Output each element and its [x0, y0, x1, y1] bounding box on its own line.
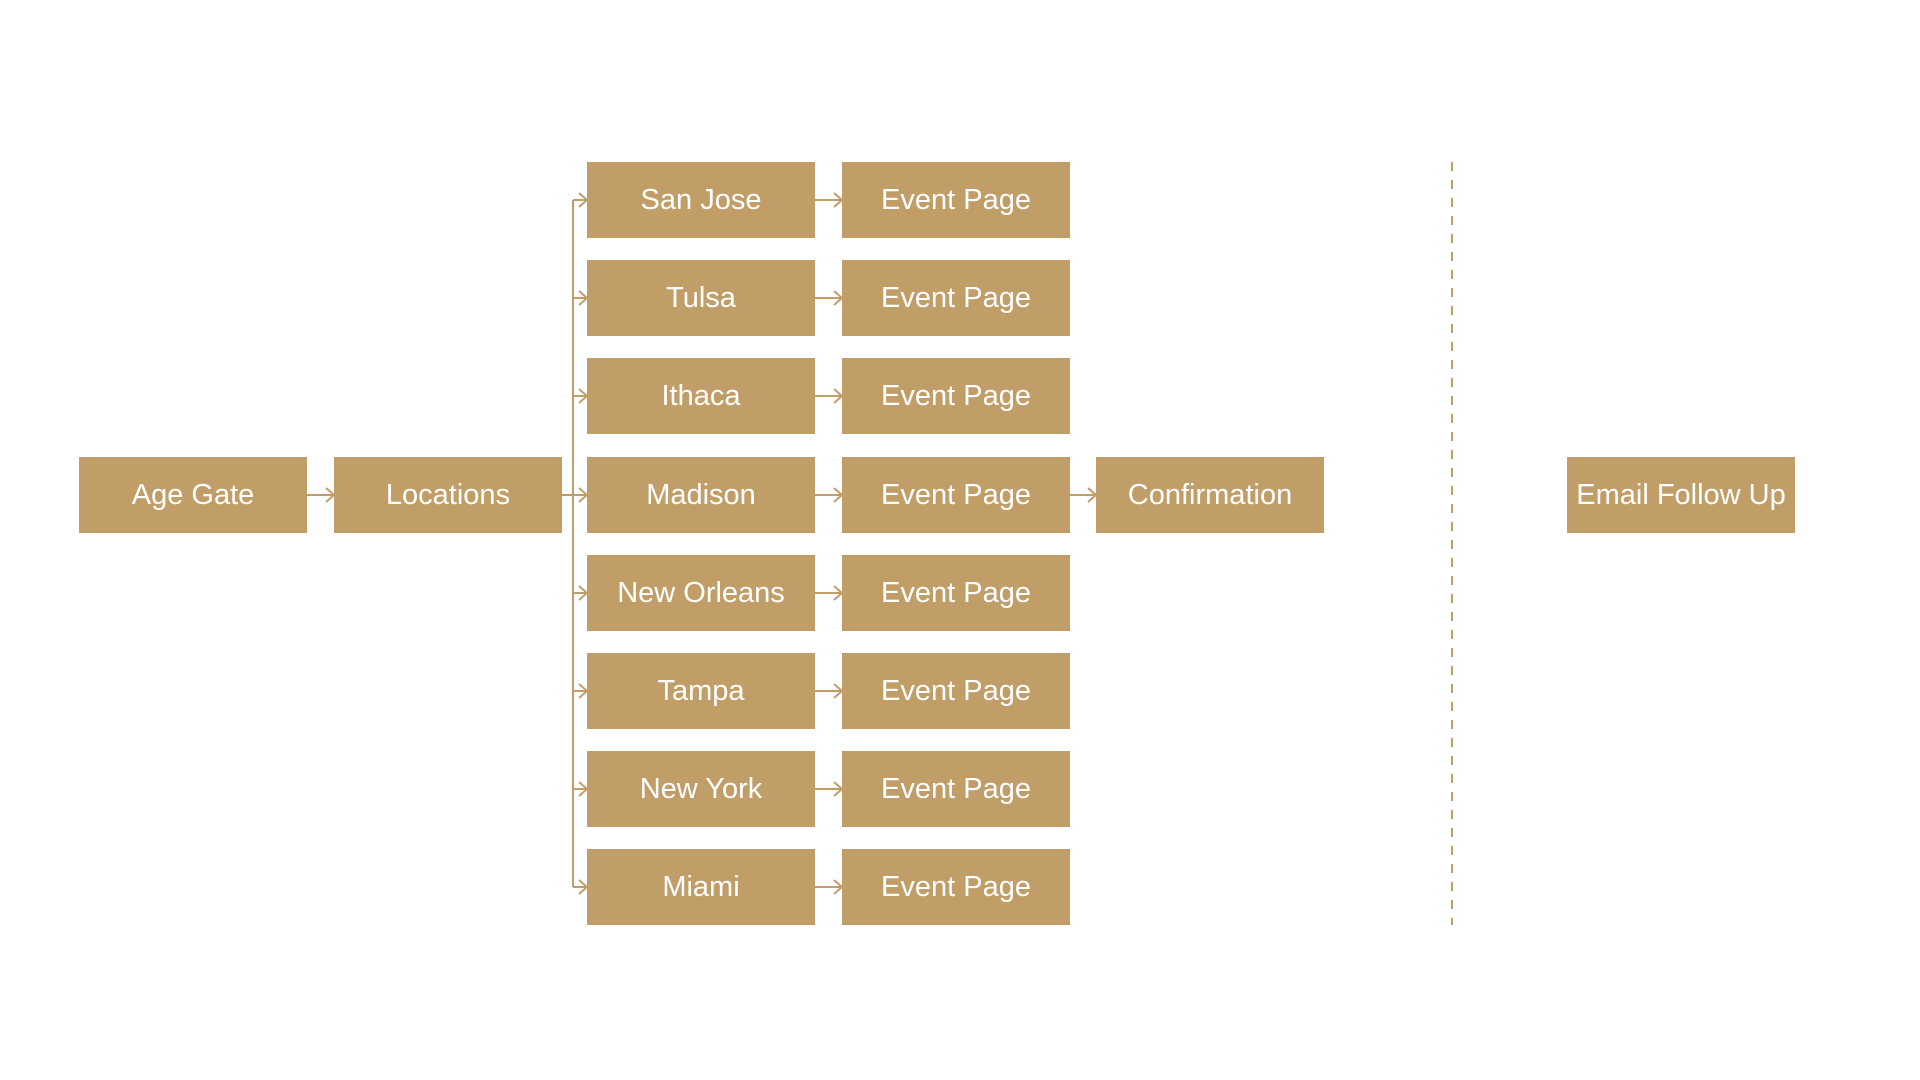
- city-node-san-jose: San Jose: [587, 162, 815, 238]
- email-follow-up-node: Email Follow Up: [1567, 457, 1795, 533]
- event-page-node: Event Page: [842, 457, 1070, 533]
- city-node-madison: Madison: [587, 457, 815, 533]
- event-page-node: Event Page: [842, 162, 1070, 238]
- event-page-node: Event Page: [842, 555, 1070, 631]
- city-node-new-orleans: New Orleans: [587, 555, 815, 631]
- event-page-node: Event Page: [842, 849, 1070, 925]
- city-node-ithaca: Ithaca: [587, 358, 815, 434]
- confirmation-node: Confirmation: [1096, 457, 1324, 533]
- city-node-new-york: New York: [587, 751, 815, 827]
- city-node-miami: Miami: [587, 849, 815, 925]
- city-node-tulsa: Tulsa: [587, 260, 815, 336]
- event-page-node: Event Page: [842, 358, 1070, 434]
- event-page-node: Event Page: [842, 260, 1070, 336]
- event-page-node: Event Page: [842, 653, 1070, 729]
- locations-node: Locations: [334, 457, 562, 533]
- city-node-tampa: Tampa: [587, 653, 815, 729]
- event-page-node: Event Page: [842, 751, 1070, 827]
- age-gate-node: Age Gate: [79, 457, 307, 533]
